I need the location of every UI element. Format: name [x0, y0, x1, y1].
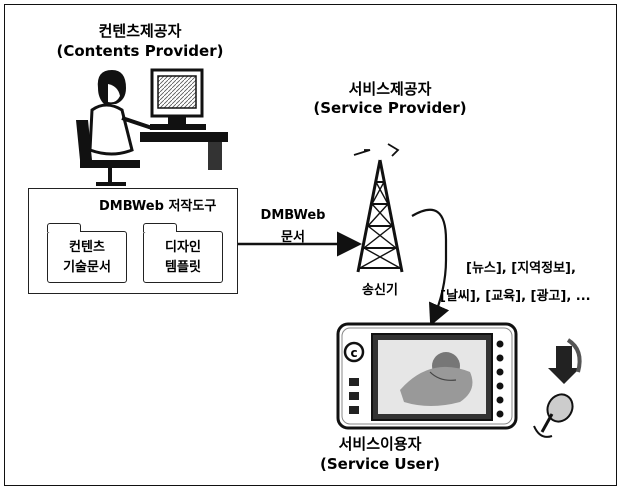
folder-tab: [46, 223, 81, 232]
broadcast-arrow: [411, 208, 450, 327]
authoring-tool-box: DMBWeb 저작도구 컨텐츠 기술문서 디자인 템플릿: [28, 188, 238, 294]
dmb-device-icon: c: [336, 322, 518, 430]
folder-tab: [142, 223, 177, 232]
content-document-folder: 컨텐츠 기술문서: [46, 223, 127, 283]
folder-label-line2: 템플릿: [165, 260, 201, 275]
microphone-icon: [533, 393, 574, 438]
service-user-label: 서비스이용자: [338, 435, 422, 453]
folder-label-line1: 컨텐츠: [69, 240, 105, 255]
service-user-label-en: (Service User): [320, 455, 440, 473]
svg-text:c: c: [350, 346, 357, 360]
content-provider-label: 컨텐츠제공자: [98, 22, 182, 40]
service-provider-label: 서비스제공자: [348, 80, 432, 98]
categories-line1: [뉴스], [지역정보],: [466, 261, 576, 276]
content-provider-label-en: (Contents Provider): [56, 42, 224, 60]
arrow-label-line2: 문서: [281, 230, 305, 245]
arrow-label-line1: DMBWeb: [260, 208, 326, 223]
download-arrow-icon: [548, 338, 582, 384]
service-provider-label-en: (Service Provider): [313, 99, 467, 117]
computer-user-icon: [76, 68, 228, 186]
categories-line2: [날씨], [교육], [광고], ...: [440, 289, 591, 304]
transmitter-tower-icon: [353, 143, 404, 273]
folder-label-line2: 기술문서: [63, 260, 111, 275]
design-template-folder: 디자인 템플릿: [142, 223, 223, 283]
transmitter-label: 송신기: [362, 283, 398, 298]
folder-label-line1: 디자인: [165, 240, 201, 255]
authoring-tool-title: DMBWeb 저작도구: [99, 199, 217, 214]
